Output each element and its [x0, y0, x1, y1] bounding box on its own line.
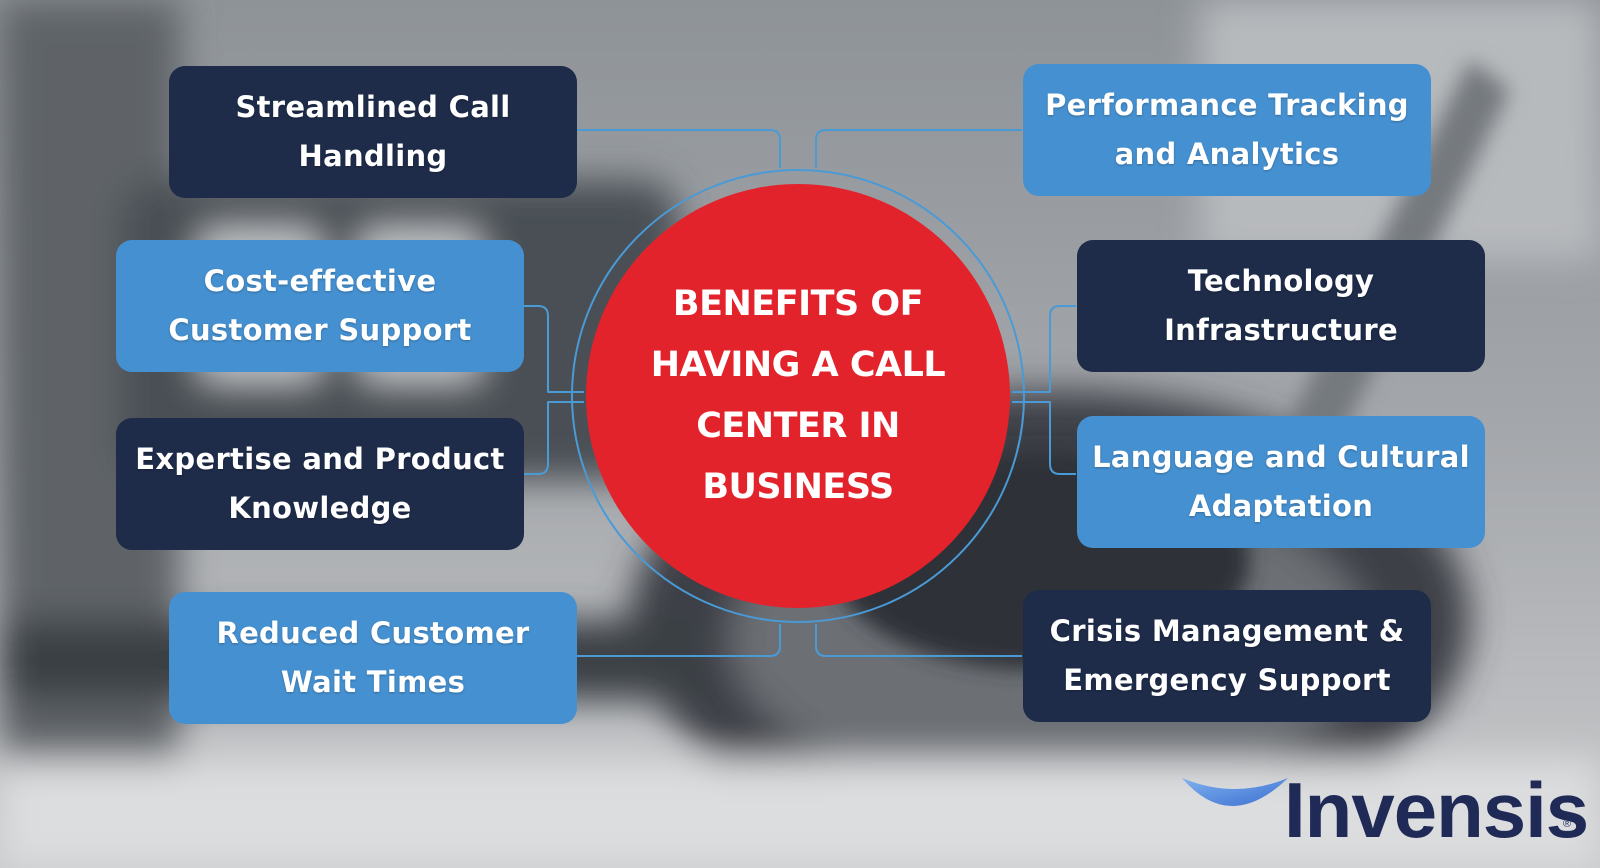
benefit-box-crisis-management: Crisis Management & Emergency Support — [1023, 590, 1431, 722]
logo-swoosh-icon — [1182, 778, 1288, 806]
benefit-label: Technology Infrastructure — [1164, 264, 1398, 347]
benefit-box-reduced-wait-times: Reduced Customer Wait Times — [169, 592, 577, 724]
benefit-box-technology-infrastructure: Technology Infrastructure — [1077, 240, 1485, 372]
center-title: BENEFITS OF HAVING A CALL CENTER IN BUSI… — [650, 284, 946, 507]
benefit-label: Expertise and Product Knowledge — [135, 442, 505, 525]
benefit-box-language-cultural-adaptation: Language and Cultural Adaptation — [1077, 416, 1485, 548]
registered-mark: ® — [1563, 818, 1572, 830]
benefit-label: Performance Tracking and Analytics — [1045, 88, 1409, 171]
benefit-label: Language and Cultural Adaptation — [1092, 440, 1470, 523]
benefit-label: Cost-effective Customer Support — [168, 264, 472, 347]
benefit-label: Reduced Customer Wait Times — [216, 616, 530, 699]
benefit-label: Crisis Management & Emergency Support — [1049, 614, 1405, 697]
benefit-box-streamlined-call-handling: Streamlined Call Handling — [169, 66, 577, 198]
benefit-box-performance-tracking: Performance Tracking and Analytics — [1023, 64, 1431, 196]
benefit-box-expertise-product-knowledge: Expertise and Product Knowledge — [116, 418, 524, 550]
benefit-box-cost-effective-support: Cost-effective Customer Support — [116, 240, 524, 372]
invensis-logo: Invensis ® — [1180, 768, 1589, 860]
center-circle: BENEFITS OF HAVING A CALL CENTER IN BUSI… — [586, 184, 1010, 608]
logo-wordmark: Invensis — [1284, 766, 1589, 854]
benefit-label: Streamlined Call Handling — [235, 90, 511, 173]
